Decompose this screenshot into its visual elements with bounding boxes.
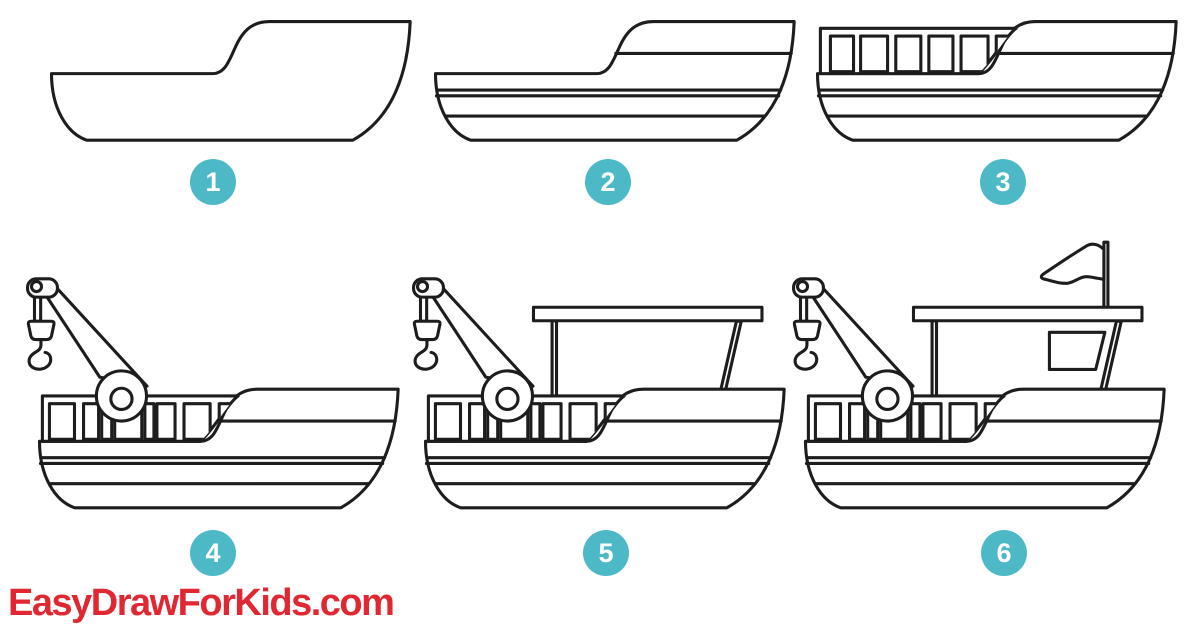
- step-number: 1: [205, 166, 221, 197]
- step-number: 6: [996, 537, 1012, 568]
- step-number-badge: 5: [583, 530, 629, 576]
- site-logo: EasyDrawForKids.com: [8, 582, 395, 624]
- step-number-badge: 3: [980, 159, 1026, 205]
- boat-step-3-drawing: [815, 20, 1178, 142]
- step-number: 2: [600, 166, 616, 197]
- step-number: 5: [598, 537, 614, 568]
- step-number: 3: [995, 166, 1011, 197]
- boat-step-6-drawing: [792, 240, 1166, 510]
- step-number-badge: 4: [190, 530, 236, 576]
- step-number-badge: 2: [585, 159, 631, 205]
- boat-step-4-drawing: [26, 277, 400, 510]
- boat-step-1-drawing: [49, 20, 412, 142]
- step-number-badge: 6: [981, 530, 1027, 576]
- boat-step-2-drawing: [433, 20, 796, 142]
- step-number-badge: 1: [190, 159, 236, 205]
- boat-step-5-drawing: [412, 277, 786, 510]
- step-number: 4: [205, 537, 221, 568]
